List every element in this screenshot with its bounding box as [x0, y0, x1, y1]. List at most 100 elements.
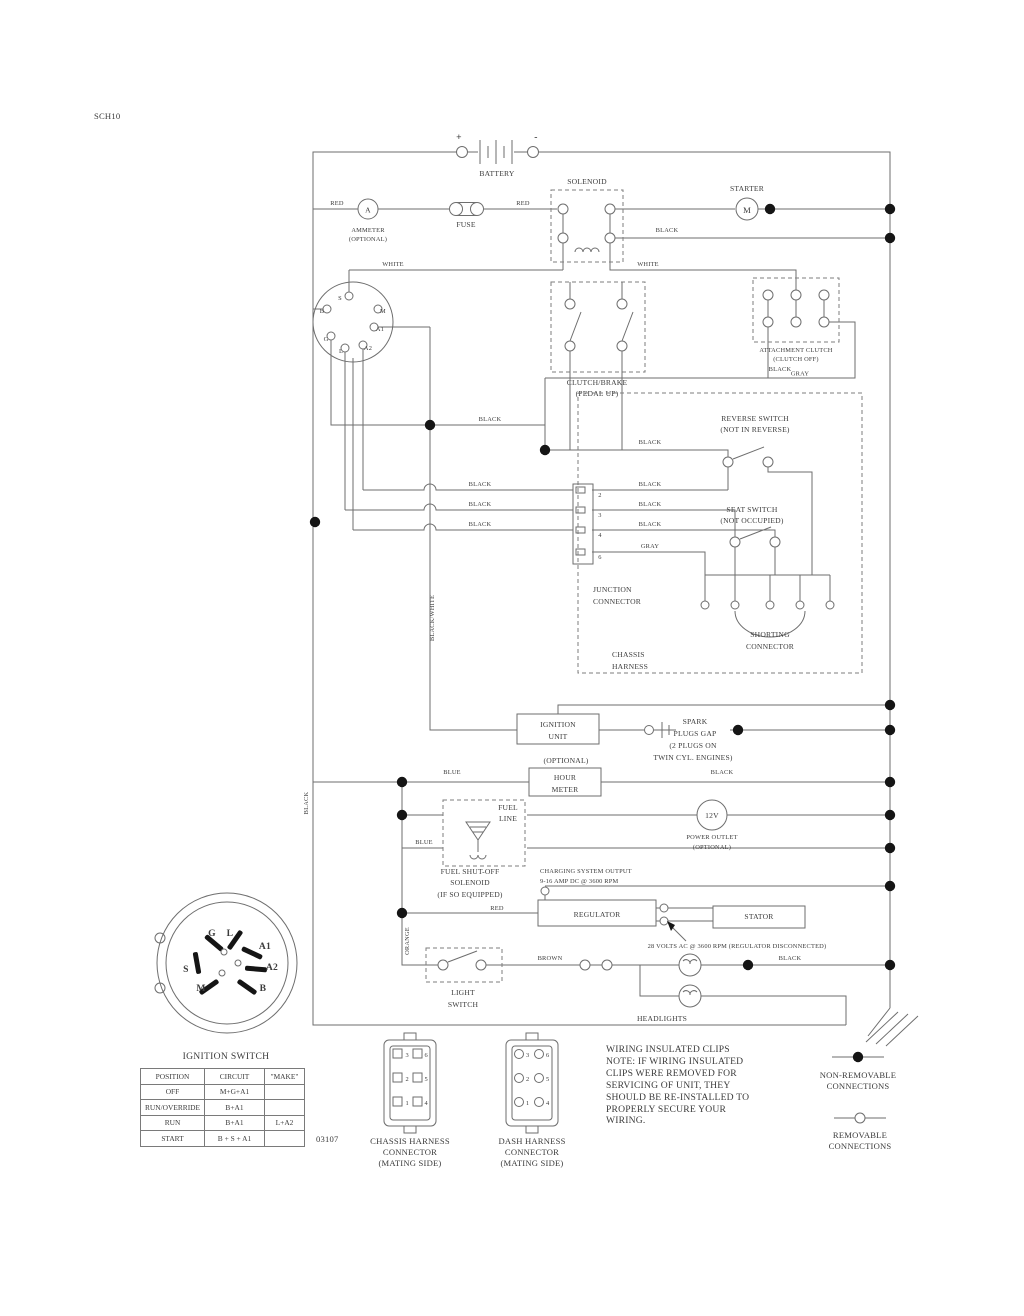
- wire-label-black-3: BLACK: [479, 416, 502, 423]
- table-cell-position: RUN: [140, 1114, 205, 1131]
- power-outlet: 12V POWER OUTLET (OPTIONAL): [686, 799, 737, 851]
- fuel-solenoid-label-3: (IF SO EQUIPPED): [437, 890, 502, 899]
- power-outlet-label-2: (OPTIONAL): [693, 844, 731, 851]
- dash-connector-label-2: CONNECTOR: [505, 1147, 559, 1157]
- spark-label-2: PLUGS GAP: [674, 729, 717, 738]
- junction-connector-label-1: JUNCTION: [593, 585, 632, 594]
- seat-switch-label: SEAT SWITCH: [726, 505, 778, 514]
- ignition-switch-pictorial: G L A1 A2 S M B IGNITION SWITCH: [154, 892, 298, 1062]
- table-row: RUN B+A1 L+A2: [140, 1114, 305, 1131]
- stator-label: STATOR: [744, 912, 774, 921]
- hour-meter-label-1: HOUR: [554, 773, 577, 782]
- ignition-switch-symbol: S B M G A1 L A2: [312, 281, 394, 363]
- table-header-circuit: CIRCUIT: [204, 1068, 265, 1085]
- wire-label-black-11: BLACK: [711, 769, 734, 776]
- hour-meter-optional: (OPTIONAL): [543, 756, 588, 765]
- junction-connector-label-2: CONNECTOR: [593, 597, 642, 606]
- wire-label-blue-2: BLUE: [415, 839, 433, 846]
- attachment-clutch-label: ATTACHMENT CLUTCH: [759, 347, 832, 354]
- chassis-harness-label-2: HARNESS: [612, 662, 648, 671]
- spark-label-1: SPARK: [683, 717, 708, 726]
- battery-label: BATTERY: [479, 169, 514, 178]
- clutch-brake-switch: CLUTCH/BRAKE (PEDAL UP): [550, 281, 646, 450]
- dash-pin-5: 5: [546, 1076, 549, 1083]
- note-line: WIRING.: [606, 1115, 646, 1127]
- wire-label-black-5: BLACK: [469, 481, 492, 488]
- terminal-b-label: B: [320, 308, 324, 315]
- dash-harness-connector: 3 6 2 5 1 4 DASH HARNESS CONNECTOR (MATI…: [498, 1032, 565, 1168]
- ammeter-symbol: A AMMETER (OPTIONAL) RED: [330, 198, 387, 243]
- table-cell-circuit: M+G+A1: [204, 1083, 265, 1100]
- wire-label-gray-1: GRAY: [791, 371, 810, 378]
- table-cell-make: [264, 1130, 305, 1147]
- note-line: CLIPS WERE REMOVED FOR: [606, 1067, 737, 1079]
- note-line: WIRING INSULATED CLIPS: [606, 1044, 730, 1055]
- chassis-harness-connector: 3 6 2 5 1 4 CHASSIS HARNESS CONNECTOR (M…: [370, 1032, 450, 1168]
- seat-switch-note: (NOT OCCUPIED): [720, 516, 783, 525]
- stator-note: 28 VOLTS AC @ 3600 RPM (REGULATOR DISCON…: [648, 943, 827, 950]
- spark-label-4: TWIN CYL. ENGINES): [653, 753, 733, 762]
- clutch-brake-label: CLUTCH/BRAKE: [567, 378, 628, 387]
- charging-output-label-2: 9-16 AMP DC @ 3600 RPM: [540, 878, 619, 885]
- fuel-solenoid-label-1: FUEL SHUT-OFF: [441, 867, 500, 876]
- chassis-connector-label-1: CHASSIS HARNESS: [370, 1136, 450, 1146]
- junction-pin-3: 3: [598, 512, 601, 519]
- fuel-solenoid-label-2: SOLENOID: [450, 878, 490, 887]
- battery-minus-sign: -: [534, 132, 538, 143]
- pictorial-terminal-b: B: [260, 983, 267, 994]
- table-row: START B + S + A1: [140, 1130, 305, 1147]
- pictorial-terminal-m: M: [196, 983, 205, 994]
- table-cell-position: OFF: [140, 1083, 205, 1100]
- table-cell-make: [264, 1083, 305, 1100]
- wire-label-black-rail: BLACK: [303, 791, 310, 814]
- starter-symbol: M STARTER: [730, 184, 765, 221]
- fuse-symbol: FUSE RED: [449, 200, 530, 229]
- legend-non-removable-label-2: CONNECTIONS: [827, 1081, 890, 1091]
- battery-plus-sign: +: [456, 132, 462, 143]
- pictorial-terminal-l: L: [227, 928, 234, 939]
- table-header-position: POSITION: [140, 1068, 205, 1085]
- note-line: SERVICING OF UNIT, THEY: [606, 1079, 731, 1091]
- shorting-connector-label-2: CONNECTOR: [746, 642, 795, 651]
- ignition-switch-table: POSITION CIRCUIT "MAKE" OFF M+G+A1 RUN/O…: [140, 1068, 305, 1147]
- terminal-g-label: G: [324, 336, 329, 343]
- wire-label-black-1: BLACK: [656, 227, 679, 234]
- dash-pin-1: 1: [526, 1100, 529, 1107]
- legend-removable-label-1: REMOVABLE: [833, 1130, 887, 1140]
- starter-label: STARTER: [730, 184, 765, 193]
- dash-pin-3: 3: [526, 1052, 529, 1059]
- junction-pin-2: 2: [598, 492, 601, 499]
- wire-label-brown: BROWN: [538, 955, 563, 962]
- table-cell-position: RUN/OVERRIDE: [140, 1099, 205, 1116]
- power-outlet-label-1: POWER OUTLET: [686, 834, 737, 841]
- wire-label-black-6: BLACK: [469, 501, 492, 508]
- wire-label-blue-1: BLUE: [443, 769, 461, 776]
- chassis-pin-2: 2: [406, 1076, 409, 1083]
- ignition-unit: IGNITION UNIT: [516, 713, 600, 745]
- wire-label-red-2: RED: [516, 200, 530, 207]
- solenoid-label: SOLENOID: [567, 177, 607, 186]
- main-wires: [312, 151, 891, 1026]
- wire-label-black-10: BLACK: [639, 521, 662, 528]
- charging-output-label-1: CHARGING SYSTEM OUTPUT: [540, 868, 632, 875]
- reverse-switch-note: (NOT IN REVERSE): [720, 425, 790, 434]
- headlights-label: HEADLIGHTS: [637, 1014, 687, 1023]
- legend-non-removable-label-1: NON-REMOVABLE: [820, 1070, 896, 1080]
- regulator-stator: CHARGING SYSTEM OUTPUT 9-16 AMP DC @ 360…: [490, 868, 826, 950]
- junction-pin-6: 6: [598, 554, 601, 561]
- shorting-connector: SHORTING CONNECTOR: [700, 600, 835, 651]
- chassis-pin-1: 1: [406, 1100, 409, 1107]
- pictorial-terminal-a1: A1: [259, 941, 271, 952]
- ignition-unit-label-1: IGNITION: [540, 720, 576, 729]
- chassis-pin-5: 5: [425, 1076, 428, 1083]
- fuse-label: FUSE: [456, 220, 476, 229]
- wire-label-black-white: BLACK/WHITE: [429, 595, 436, 641]
- light-switch-label-2: SWITCH: [448, 1000, 479, 1009]
- battery-symbol: + - BATTERY: [456, 132, 539, 178]
- chassis-harness-box: CHASSIS HARNESS: [577, 392, 863, 674]
- wire-label-black-2: BLACK: [769, 366, 792, 373]
- table-header-make: "MAKE": [264, 1068, 305, 1085]
- power-outlet-12v: 12V: [705, 811, 719, 820]
